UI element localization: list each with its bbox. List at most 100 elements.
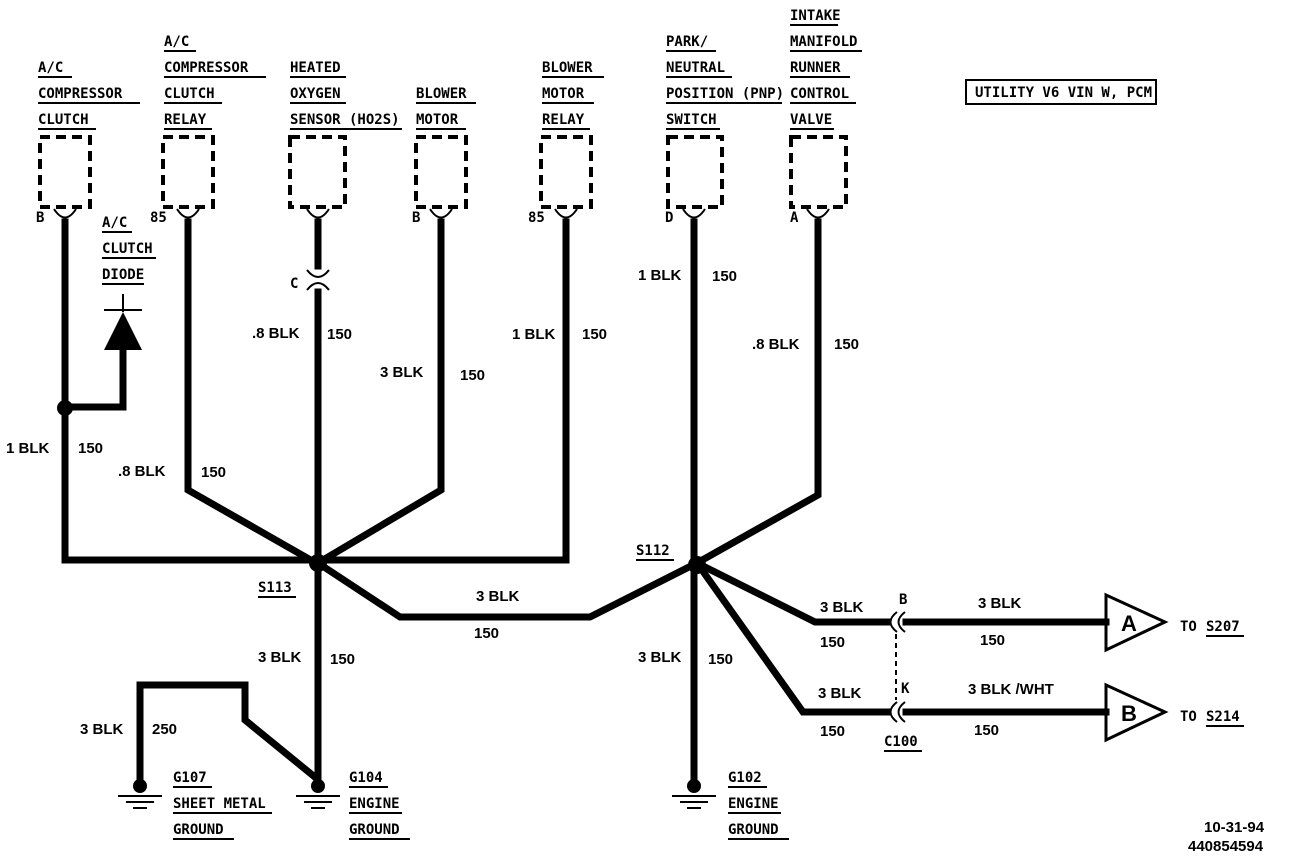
- splice-s113: [309, 554, 327, 572]
- wire-size-label: 1 BLK: [512, 326, 556, 343]
- offpage-letter: A: [1121, 611, 1137, 636]
- pin-socket-icon: [306, 208, 330, 219]
- wire-size-label: 1 BLK: [6, 440, 50, 457]
- diode-icon: [104, 312, 142, 350]
- component-label-line: OXYGEN: [290, 86, 341, 102]
- pin-socket-icon: [53, 208, 77, 219]
- wire-blower-motor: [313, 218, 445, 568]
- pin-label: B: [36, 210, 44, 226]
- component-outline: [414, 135, 468, 209]
- offpage-destination: S207: [1206, 619, 1240, 635]
- connector-pin-icon: [306, 282, 330, 291]
- connector-socket-icon: [306, 269, 330, 278]
- wire-circuit-label: 150: [474, 625, 499, 642]
- wire-size-label: 3 BLK: [80, 721, 124, 738]
- component-label-line: COMPRESSOR: [38, 86, 123, 102]
- connector-pin-icon: [897, 611, 906, 633]
- wire-circuit-label: 150: [582, 326, 607, 343]
- wire-size-label: 3 BLK: [638, 649, 682, 666]
- component-label-line: A/C: [38, 60, 63, 76]
- ground-label-line: GROUND: [173, 822, 224, 838]
- component-label-line: CLUTCH: [38, 112, 89, 128]
- ground-g104: G104 ENGINE GROUND: [296, 770, 410, 840]
- component-label-line: MOTOR: [416, 112, 459, 128]
- wire-size-label: 3 BLK: [258, 649, 302, 666]
- component-outline: [789, 135, 848, 209]
- pin-socket-icon: [429, 208, 453, 219]
- component-label-line: POSITION (PNP): [666, 86, 784, 102]
- header-box-text: UTILITY V6 VIN W, PCM: [975, 85, 1152, 101]
- wire-size-label: .8 BLK: [252, 325, 300, 342]
- ground-id: G104: [349, 770, 383, 786]
- pin-label: A: [790, 210, 799, 226]
- header-box-frame: [965, 79, 1157, 105]
- ground-label-line: GROUND: [728, 822, 779, 838]
- ground-terminal: [687, 779, 701, 793]
- component-label-line: COMPRESSOR: [164, 60, 249, 76]
- ac-clutch-diode: A/C CLUTCH DIODE: [57, 215, 156, 416]
- pin-label: D: [665, 210, 673, 226]
- ground-id: G102: [728, 770, 762, 786]
- offpage-prefix: TO: [1180, 619, 1197, 635]
- connector-socket-icon: [889, 611, 898, 633]
- offpage-letter: B: [1121, 701, 1137, 726]
- component-label-line: RELAY: [542, 112, 585, 128]
- pin-socket-icon: [176, 208, 200, 219]
- component-pnp-switch: PARK/ NEUTRAL POSITION (PNP) SWITCH D: [665, 34, 784, 226]
- wire-size-label: 3 BLK: [818, 685, 862, 702]
- component-blower-motor: BLOWER MOTOR B: [412, 86, 476, 226]
- footer-code: 440854594: [1188, 838, 1264, 855]
- wire-imrc: [692, 218, 822, 568]
- wire-size-label: 3 BLK: [476, 588, 520, 605]
- component-label-line: MOTOR: [542, 86, 585, 102]
- component-outline: [288, 135, 347, 209]
- wire-circuit-label: 150: [712, 268, 737, 285]
- wire-circuit-label: 150: [708, 651, 733, 668]
- component-label-line: PARK/: [666, 34, 708, 50]
- wire-circuit-label: 150: [201, 464, 226, 481]
- ground-g107: G107 SHEET METAL GROUND: [118, 770, 272, 840]
- offpage-triangle-icon: [1104, 592, 1169, 653]
- diode-label-line: DIODE: [102, 267, 144, 283]
- ground-g102: G102 ENGINE GROUND: [672, 770, 789, 840]
- pin-socket-icon: [554, 208, 578, 219]
- component-imrc-valve: INTAKE MANIFOLD RUNNER CONTROL VALVE A: [789, 8, 862, 226]
- wire-circuit-label: 150: [78, 440, 103, 457]
- splice-label-s112: S112: [636, 543, 670, 559]
- diode-label-line: CLUTCH: [102, 241, 153, 257]
- component-blower-motor-relay: BLOWER MOTOR RELAY 85: [528, 60, 604, 226]
- wire-size-label: .8 BLK: [752, 336, 800, 353]
- diode-label-line: A/C: [102, 215, 127, 231]
- offpage-connector-b: B TO S214: [1104, 682, 1244, 743]
- wire-circuit-label: 150: [980, 632, 1005, 649]
- component-outline: [539, 135, 593, 209]
- offpage-connector-a: A TO S207: [1104, 592, 1244, 653]
- wire-size-label: 3 BLK: [978, 595, 1022, 612]
- pin-label: B: [412, 210, 420, 226]
- wire-s112-to-c100-b: [692, 558, 892, 626]
- connector-label: C: [290, 276, 298, 292]
- wire-g107-to-g104: [136, 681, 321, 784]
- wire-size-label: 1 BLK: [638, 267, 682, 284]
- component-label-line: SWITCH: [666, 112, 717, 128]
- wire-s113-to-s112: [313, 558, 702, 621]
- connector-name-c100: C100: [884, 734, 918, 750]
- ground-label-line: ENGINE: [728, 796, 779, 812]
- pin-label: 85: [150, 210, 167, 226]
- component-label-line: SENSOR (HO2S): [290, 112, 400, 128]
- component-label-line: NEUTRAL: [666, 60, 725, 76]
- offpage-prefix: TO: [1180, 709, 1197, 725]
- component-label-line: MANIFOLD: [790, 34, 857, 50]
- connector-pin-icon: [897, 701, 906, 723]
- connector-socket-icon: [889, 701, 898, 723]
- wire-circuit-label: 150: [820, 634, 845, 651]
- offpage-triangle-icon: [1104, 682, 1169, 743]
- connector-pin-label-b: B: [899, 592, 907, 608]
- connector-pin-label-k: K: [901, 681, 910, 697]
- component-outline: [666, 135, 724, 209]
- component-outline: [38, 135, 92, 209]
- wire-circuit-label: 150: [820, 723, 845, 740]
- wire-circuit-label: 150: [327, 326, 352, 343]
- wire-circuit-label: 150: [834, 336, 859, 353]
